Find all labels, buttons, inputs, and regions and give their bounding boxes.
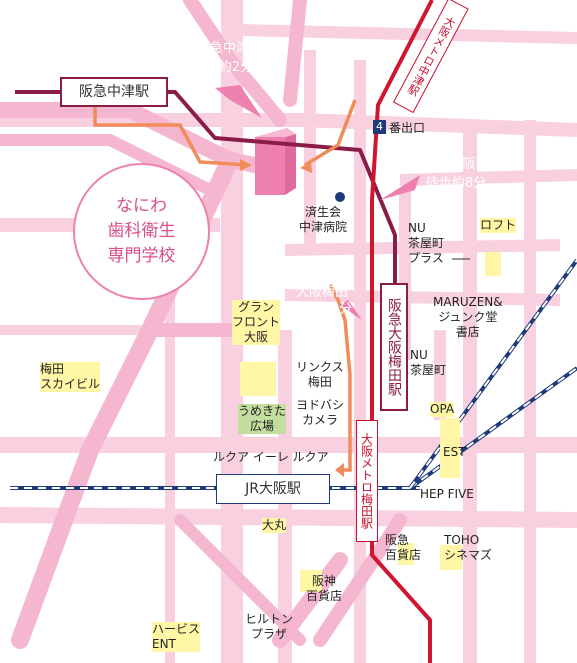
building-block (300, 570, 322, 592)
building-block (440, 545, 462, 570)
exit-label: 番出口 (389, 120, 426, 135)
landmark-daimaru: 大丸 (262, 518, 287, 533)
building-block (240, 362, 276, 396)
walk-arrowheads (240, 159, 344, 477)
metro-line (370, 0, 434, 663)
landmark-yodobashi: ヨドバシ カメラ (296, 398, 345, 427)
building-block (398, 543, 414, 565)
landmark-maruzen: MARUZEN& ジュンク堂 書店 (433, 295, 503, 339)
landmark-hilton: ヒルトン プラザ (245, 612, 294, 641)
walk-routes (93, 99, 357, 472)
landmark-est: EST (443, 445, 466, 459)
bubble-umeda-walk: 阪急 大阪梅田 徒歩約8分 (291, 267, 353, 317)
school-label: なにわ 歯科衛生 専門学校 (73, 163, 210, 300)
landmark-hankyu-dept: 阪急 百貨店 (385, 533, 422, 562)
jr-line (10, 258, 577, 490)
landmark-lucua: ルクア イーレ ルクア (213, 450, 329, 464)
bubble-jr-walk: JR大阪 徒歩約8分 (425, 157, 487, 191)
main-roads (0, 0, 407, 649)
landmark-opa: OPA (430, 402, 455, 417)
station-jr-osaka[interactable]: JR大阪駅 (216, 474, 330, 504)
exit-4: 4 番出口 (373, 119, 425, 135)
landmark-links: リンクス 梅田 (296, 360, 344, 389)
landmark-herbis: ハービス ENT (152, 622, 201, 652)
landmark-saiseikai: 済生会 中津病院 (299, 205, 348, 234)
station-metro-umeda[interactable]: 大阪メトロ梅田駅 (356, 420, 378, 542)
landmark-toho: TOHO シネマズ (444, 533, 493, 562)
school-building-icon (255, 128, 296, 195)
bubble-nakatsu-walk: 阪急中津 徒歩約2分 (192, 41, 254, 75)
station-hankyu-nakatsu[interactable]: 阪急中津駅 (60, 77, 168, 107)
exit-number: 4 (373, 120, 386, 134)
landmark-nu-chayamachi: NU 茶屋町 (410, 348, 447, 377)
station-hankyu-umeda[interactable]: 阪急大阪梅田駅 (380, 283, 408, 411)
bubble-pointers (215, 85, 420, 320)
landmark-hep-five: HEP FIVE (420, 487, 474, 501)
landmark-loft: ロフト (480, 218, 517, 233)
landmark-nu-plus: NU 茶屋町 プラス (408, 221, 445, 265)
landmark-umekita: うめきた 広場 (238, 404, 287, 434)
hospital-marker (335, 192, 345, 202)
building-block (440, 418, 460, 478)
landmark-hanshin-dept: 阪神 百貨店 (306, 574, 343, 603)
building-block (485, 252, 501, 276)
landmark-grand-front: グラン フロント 大阪 (232, 300, 281, 345)
landmark-sky-building: 梅田 スカイビル (40, 362, 101, 392)
